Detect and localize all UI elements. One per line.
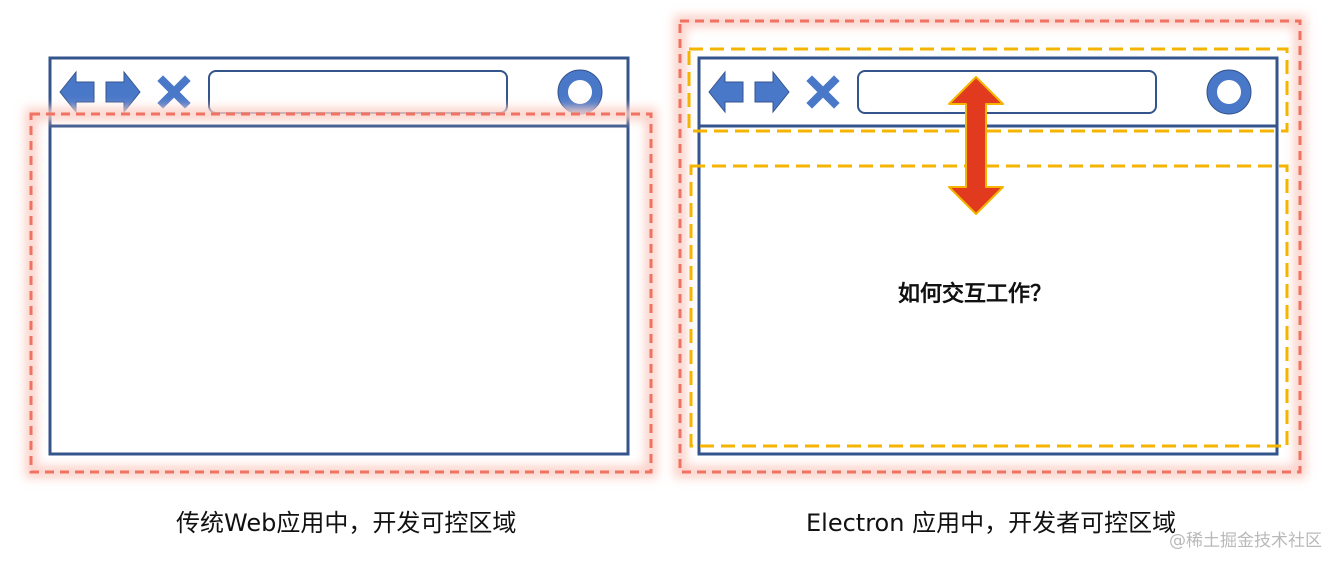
renderer-process-region: [689, 164, 1289, 448]
main-process-region: [687, 47, 1289, 133]
ring-icon: [1207, 70, 1251, 114]
double-headed-arrow-icon: [948, 76, 1004, 215]
left-window-frame: [48, 56, 630, 456]
right-caption: Electron 应用中，开发者可控区域: [806, 509, 1177, 537]
right-address-bar: [857, 70, 1157, 114]
left-caption: 传统Web应用中，开发可控区域: [176, 509, 517, 537]
back-arrow-icon: [708, 70, 744, 114]
left-diagram: [25, 56, 657, 478]
close-icon: [806, 75, 840, 109]
interaction-question: 如何交互工作？: [898, 282, 1053, 307]
right-diagram: [674, 15, 1306, 478]
forward-arrow-icon: [754, 70, 790, 114]
close-icon: [157, 75, 191, 109]
right-window-frame: [697, 56, 1279, 456]
left-address-bar: [208, 70, 508, 114]
right-controllable-region: [678, 19, 1302, 474]
left-controllable-region: [29, 112, 653, 474]
watermark: @稀土掘金技术社区: [1169, 531, 1322, 551]
right-browser-window: [697, 56, 1279, 456]
left-browser-window: [48, 56, 630, 456]
